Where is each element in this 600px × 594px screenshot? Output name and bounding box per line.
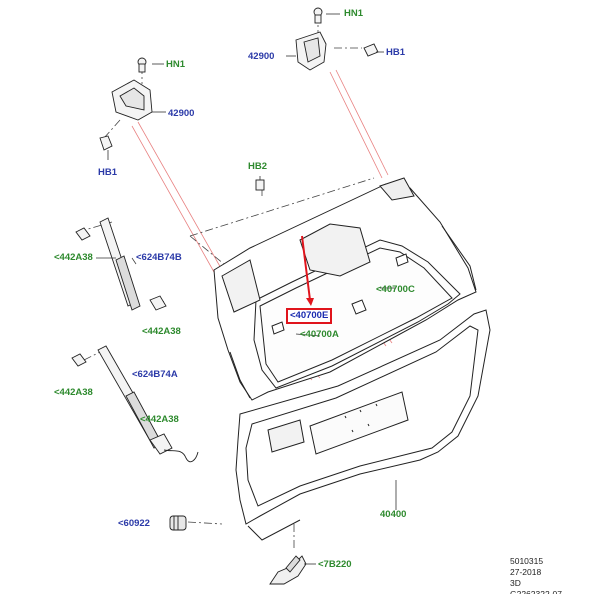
- reference-line-4: G2262322-07: [510, 589, 562, 594]
- label-442a38-2[interactable]: <442A38: [142, 326, 181, 337]
- label-hb1-top[interactable]: HB1: [386, 47, 406, 58]
- highlight-arrow: [301, 235, 314, 306]
- label-442a38-4[interactable]: <442A38: [140, 414, 179, 425]
- outer-skin: [235, 309, 491, 541]
- reference-line-3: 3D: [510, 578, 521, 588]
- label-hb1-left[interactable]: HB1: [98, 167, 118, 178]
- label-624b74b[interactable]: <624B74B: [136, 252, 182, 263]
- label-60922[interactable]: <60922: [118, 518, 150, 529]
- bracket-7b220: [269, 555, 307, 585]
- cylinder-60922: [169, 515, 187, 531]
- reference-line-1: 5010315: [510, 556, 544, 566]
- reference-block: 5010315 27-2018 3D G2262322-07: [510, 556, 562, 594]
- inner-panel: [213, 177, 477, 401]
- label-hn1-left[interactable]: HN1: [166, 59, 186, 70]
- lower-gas-strut: [71, 345, 199, 463]
- label-40700a[interactable]: <40700A: [300, 329, 339, 340]
- upper-hinge: [295, 7, 379, 71]
- label-40400[interactable]: 40400: [380, 509, 407, 520]
- label-hb2[interactable]: HB2: [248, 161, 268, 172]
- label-442a38-1[interactable]: <442A38: [54, 252, 93, 263]
- label-hn1-top[interactable]: HN1: [344, 8, 364, 19]
- label-42900-left[interactable]: 42900: [168, 108, 195, 119]
- upper-gas-strut: [75, 217, 167, 311]
- hb2-bolt: [255, 179, 265, 191]
- label-ticks: [96, 13, 397, 565]
- label-42900-top[interactable]: 42900: [248, 51, 275, 62]
- label-442a38-3[interactable]: <442A38: [54, 387, 93, 398]
- label-40700c[interactable]: <40700C: [376, 284, 415, 295]
- label-624b74a[interactable]: <624B74A: [132, 369, 178, 380]
- label-40700e[interactable]: <40700E: [286, 308, 333, 324]
- left-hinge: [99, 57, 153, 151]
- reference-line-2: 27-2018: [510, 567, 542, 577]
- label-7b220[interactable]: <7B220: [318, 559, 352, 570]
